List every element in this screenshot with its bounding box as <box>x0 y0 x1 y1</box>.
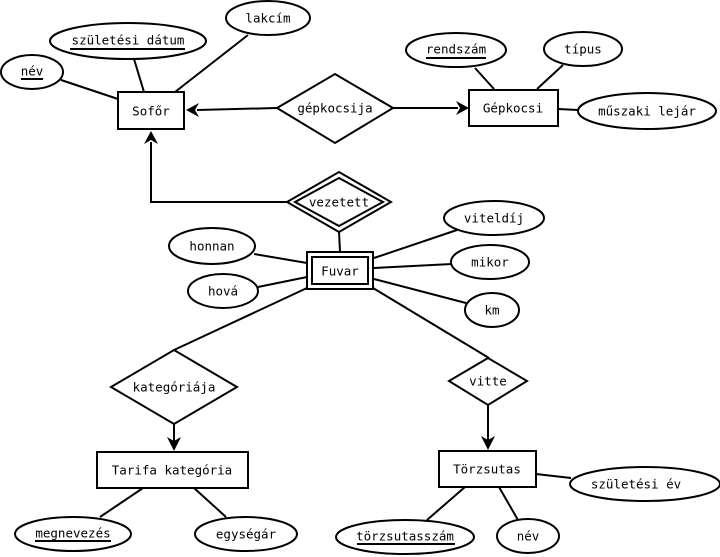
entity-torzsutas-label: Törzsutas <box>453 462 521 477</box>
entity-fuvar-weak[interactable]: Fuvar <box>306 251 374 290</box>
attribute-fuvar-hova[interactable]: hová <box>187 273 259 309</box>
attribute-sofor-nev-label: név <box>21 64 44 79</box>
connector-sofor-szuletesi-datum <box>133 58 145 93</box>
relationship-kategoriaja[interactable]: kategóriája <box>109 348 239 426</box>
attribute-tarifa-egysegar[interactable]: egységár <box>194 516 298 552</box>
connector-gepkocsi-rendszam <box>474 67 495 90</box>
connector-vezetett-sofor <box>150 142 289 203</box>
connector-fuvar-viteldij <box>373 229 458 259</box>
relationship-vitte-label: vitte <box>469 374 507 389</box>
relationship-kategoriaja-label: kategóriája <box>133 380 216 395</box>
entity-gepkocsi[interactable]: Gépkocsi <box>468 89 559 127</box>
attribute-fuvar-km-label: km <box>484 303 499 318</box>
attribute-torzsutas-nev[interactable]: név <box>496 518 560 554</box>
connector-torzsutas-torzsutasszam <box>426 486 466 521</box>
connector-torzsutas-szuletesi-ev <box>535 473 572 479</box>
attribute-fuvar-honnan-label: honnan <box>189 239 234 254</box>
attribute-tarifa-megnevezes-key[interactable]: megnevezés <box>14 516 132 552</box>
entity-fuvar-label: Fuvar <box>321 264 359 279</box>
connector-tarifa-megnevezes <box>99 487 144 518</box>
relationship-vitte[interactable]: vitte <box>447 356 529 407</box>
arrowhead-vezetett-to-sofor <box>144 131 158 144</box>
entity-sofor-label: Sofőr <box>132 104 170 119</box>
attribute-torzsutas-torzsutasszam-key[interactable]: törzsutasszám <box>335 519 475 555</box>
entity-tarifa-kategoria[interactable]: Tarifa kategória <box>96 451 249 489</box>
connector-gepkocsi-tipus <box>536 64 564 90</box>
attribute-fuvar-hova-label: hová <box>208 284 238 299</box>
relationship-gepkocsija-label: gépkocsija <box>297 101 372 116</box>
connector-fuvar-kategoriaja <box>173 287 308 351</box>
attribute-torzsutas-szuletesi-ev-label: születési év <box>591 477 681 492</box>
attribute-sofor-lakcim-label: lakcím <box>245 11 290 26</box>
attribute-fuvar-km[interactable]: km <box>464 292 520 328</box>
attribute-fuvar-honnan[interactable]: honnan <box>168 227 256 265</box>
entity-torzsutas[interactable]: Törzsutas <box>438 450 537 488</box>
attribute-gepkocsi-tipus[interactable]: típus <box>543 31 623 67</box>
attribute-gepkocsi-tipus-label: típus <box>564 42 602 57</box>
entity-sofor[interactable]: Sofőr <box>117 91 185 130</box>
entity-gepkocsi-label: Gépkocsi <box>483 101 543 116</box>
attribute-fuvar-viteldij[interactable]: viteldíj <box>443 200 545 236</box>
connector-gepkocsija-sofor <box>196 107 278 111</box>
attribute-gepkocsi-rendszam-label: rendszám <box>426 42 486 57</box>
attribute-tarifa-megnevezes-label: megnevezés <box>35 526 110 541</box>
connector-fuvar-mikor <box>373 263 453 269</box>
attribute-sofor-nev-key[interactable]: név <box>0 54 64 90</box>
attribute-fuvar-mikor[interactable]: mikor <box>450 244 530 280</box>
connector-fuvar-km <box>373 278 467 304</box>
entity-tarifa-label: Tarifa kategória <box>112 463 232 478</box>
connector-gepkocsi-muszaki-lejar <box>557 108 579 111</box>
attribute-sofor-lakcim[interactable]: lakcím <box>225 0 311 36</box>
arrowhead-to-gepkocsi <box>456 101 469 115</box>
connector-sofor-lakcim <box>174 34 249 93</box>
attribute-gepkocsi-rendszam-key[interactable]: rendszám <box>405 32 507 68</box>
connector-fuvar-vitte <box>372 287 490 359</box>
arrowhead-to-sofor <box>186 103 199 117</box>
attribute-fuvar-viteldij-label: viteldíj <box>464 211 524 226</box>
relationship-vezetett-label: vezetett <box>309 195 369 210</box>
attribute-torzsutas-nev-label: név <box>517 529 540 544</box>
arrowhead-to-torzsutas <box>481 436 495 450</box>
relationship-gepkocsija[interactable]: gépkocsija <box>275 72 395 145</box>
attribute-fuvar-mikor-label: mikor <box>471 255 509 270</box>
attribute-sofor-szuletesi-datum-key[interactable]: születési dátum <box>49 22 207 60</box>
attribute-tarifa-egysegar-label: egységár <box>216 527 277 542</box>
connector-fuvar-honnan <box>253 253 308 264</box>
connector-tarifa-egysegar <box>193 487 227 518</box>
attribute-torzsutas-torzsutasszam-label: törzsutasszám <box>356 529 454 544</box>
connector-fuvar-hova <box>257 276 308 288</box>
attribute-torzsutas-szuletesi-ev[interactable]: születési év <box>569 466 720 502</box>
attribute-sofor-szuletesi-datum-label: születési dátum <box>72 33 185 48</box>
attribute-gepkocsi-muszaki-lejar[interactable]: műszaki lejár <box>577 92 717 130</box>
connector-torzsutas-nev <box>498 486 519 521</box>
arrowhead-to-tarifa <box>167 437 181 451</box>
attribute-gepkocsi-muszaki-lejar-label: műszaki lejár <box>598 104 696 119</box>
relationship-vezetett-identifying[interactable]: vezetett <box>284 170 394 234</box>
connector-sofor-nev <box>60 79 119 100</box>
connector-vezetett-fuvar <box>338 230 341 253</box>
